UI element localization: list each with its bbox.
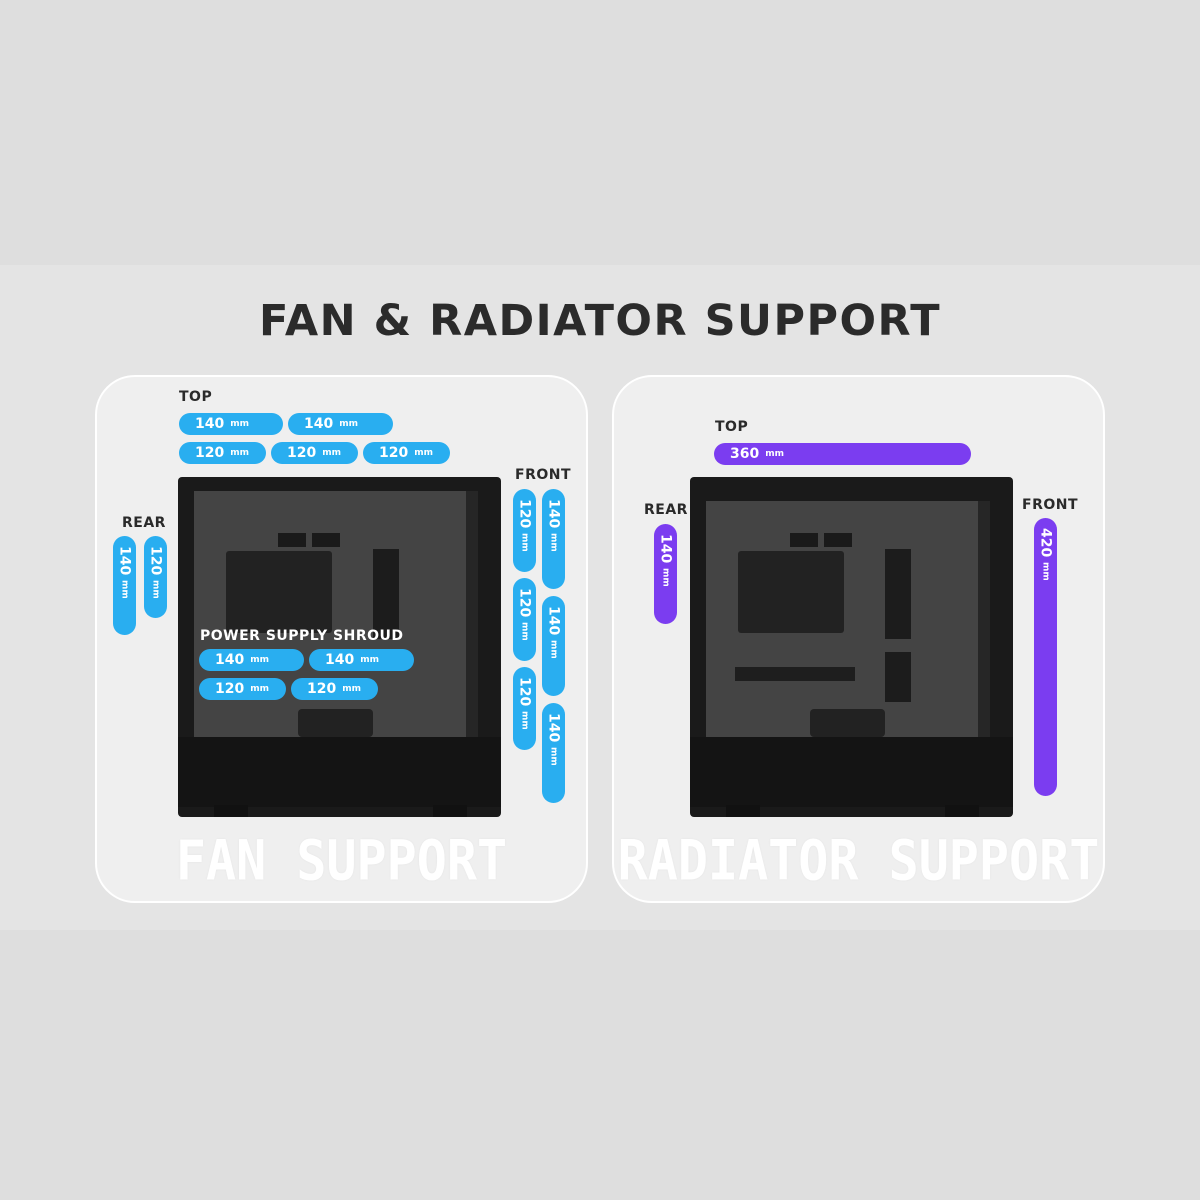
page-title: FAN & RADIATOR SUPPORT xyxy=(258,296,942,346)
radiator-rear-label: REAR xyxy=(644,502,688,518)
radiator-front-label: FRONT xyxy=(1022,497,1079,513)
rear-label: REAR xyxy=(122,515,166,531)
pc-case-image xyxy=(178,477,501,817)
front-label: FRONT xyxy=(515,467,572,483)
front-fan-140-pill-3: 140mm xyxy=(542,703,565,803)
psu-shroud-label: POWER SUPPLY SHROUD xyxy=(200,628,404,644)
rear-fan-120-pill: 120mm xyxy=(144,536,167,618)
pc-case-image-radiator xyxy=(690,477,1013,817)
front-fan-120-pill-1: 120mm xyxy=(513,489,536,572)
front-fan-140-pill-2: 140mm xyxy=(542,596,565,696)
top-label: TOP xyxy=(179,389,213,405)
front-fan-140-pill-1: 140mm xyxy=(542,489,565,589)
front-fan-120-pill-3: 120mm xyxy=(513,667,536,750)
radiator-front-420-pill: 420mm xyxy=(1034,518,1057,796)
front-fan-120-pill-2: 120mm xyxy=(513,578,536,661)
radiator-rear-140-pill: 140mm xyxy=(654,524,677,624)
rear-fan-140-pill: 140mm xyxy=(113,536,136,635)
fan-support-label: FAN SUPPORT xyxy=(175,829,508,893)
radiator-top-label: TOP xyxy=(715,419,749,435)
radiator-support-label: RADIATOR SUPPORT xyxy=(617,829,1100,893)
